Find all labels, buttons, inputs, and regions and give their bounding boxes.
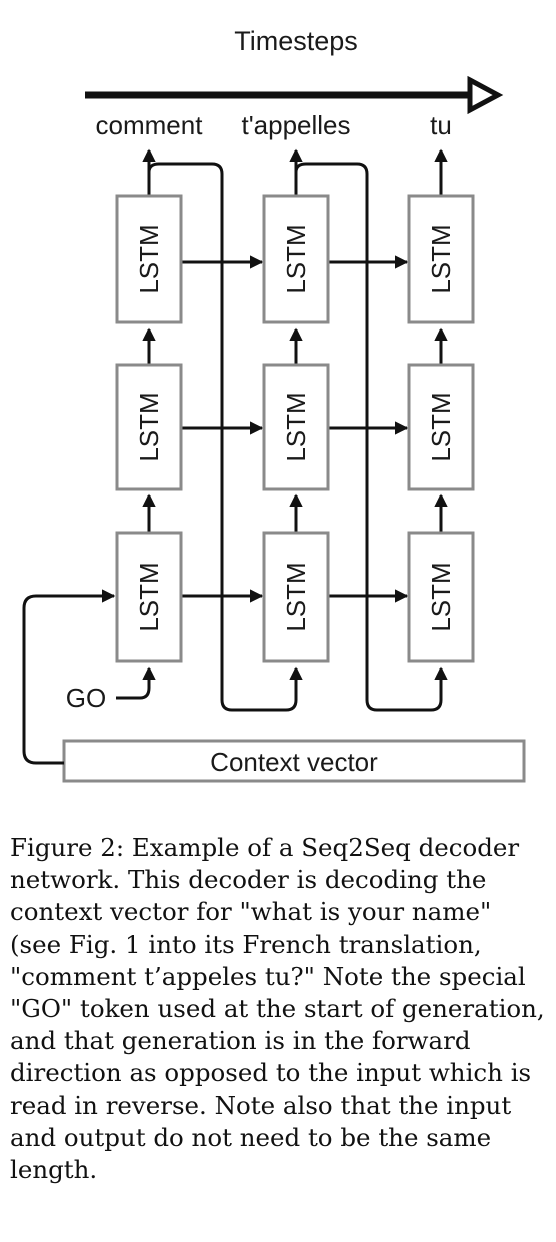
lstm-cell-label: LSTM <box>426 224 456 293</box>
seq2seq-decoder-diagram: Timesteps comment t'appelles tu GO Conte… <box>22 26 526 783</box>
lstm-cell-r3-t3: LSTM <box>407 531 475 663</box>
lstm-cell-r3-t2: LSTM <box>262 531 330 663</box>
lstm-cell-label: LSTM <box>134 392 164 461</box>
feedback-wire-1-to-2 <box>147 162 303 712</box>
lstm-cell-r2-t2: LSTM <box>262 363 330 491</box>
output-label-3: tu <box>430 110 452 140</box>
lstm-cell-label: LSTM <box>134 562 164 631</box>
go-label: GO <box>66 683 106 713</box>
timesteps-label: Timesteps <box>234 26 358 56</box>
lstm-cell-label: LSTM <box>281 562 311 631</box>
lstm-cell-r2-t3: LSTM <box>407 363 475 491</box>
output-label-2: t'appelles <box>241 110 350 140</box>
lstm-cell-label: LSTM <box>281 224 311 293</box>
lstm-cell-label: LSTM <box>426 392 456 461</box>
context-vector-label: Context vector <box>210 747 378 777</box>
timesteps-arrow-head <box>467 75 504 115</box>
context-vector-wire <box>22 589 116 765</box>
lstm-cell-r1-t2: LSTM <box>262 194 330 324</box>
lstm-cell-r3-t1: LSTM <box>115 531 183 663</box>
go-arrow <box>116 666 156 700</box>
context-vector-box <box>62 739 526 783</box>
lstm-cell-label: LSTM <box>134 224 164 293</box>
output-label-1: comment <box>96 110 204 140</box>
lstm-cell-label: LSTM <box>281 392 311 461</box>
feedback-wire-2-to-3 <box>294 162 448 712</box>
figure-caption: Figure 2: Example of a Seq2Seq decoder n… <box>10 833 545 1185</box>
lstm-cell-r1-t1: LSTM <box>115 194 183 324</box>
lstm-cell-r2-t1: LSTM <box>115 363 183 491</box>
lstm-cell-label: LSTM <box>426 562 456 631</box>
lstm-cell-r1-t3: LSTM <box>407 194 475 324</box>
